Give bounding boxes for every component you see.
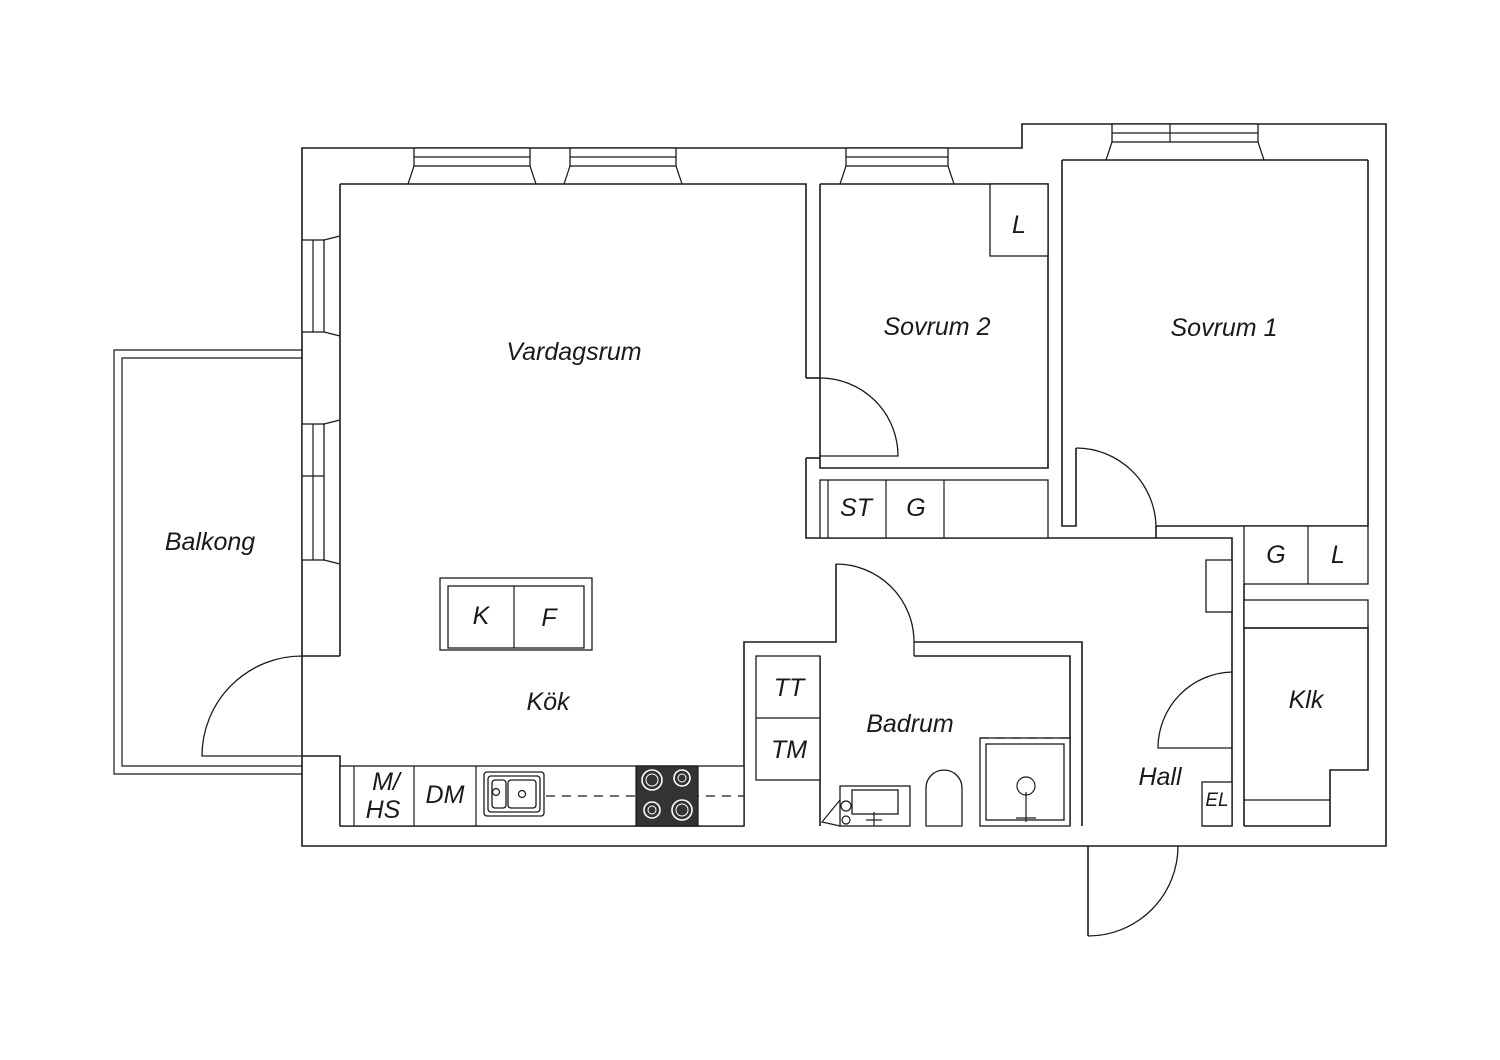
fixture-label-tt: TT xyxy=(774,674,806,702)
wardrobe-bedroom-2 xyxy=(989,183,1049,257)
fixture-label-k: K xyxy=(473,602,491,630)
toilet xyxy=(925,769,963,827)
room-label-vardagsrum: Vardagsrum xyxy=(506,338,641,366)
fixture-label-hs: HS xyxy=(366,796,401,824)
bedroom-1-door-swing xyxy=(1075,447,1157,529)
kitchen-island xyxy=(439,577,593,651)
laundry-column xyxy=(755,655,821,781)
hall-walls xyxy=(1156,537,1369,827)
room-label-balkong: Balkong xyxy=(165,528,255,556)
stove xyxy=(635,765,699,827)
fixture-label-tm: TM xyxy=(771,736,807,764)
fixture-label-l-bedroom-2: L xyxy=(1012,211,1026,239)
storage-row xyxy=(819,479,1049,539)
fixture-label-f: F xyxy=(541,604,558,632)
fixture-label-el: EL xyxy=(1205,790,1228,811)
room-label-hall: Hall xyxy=(1138,763,1183,791)
bathroom-door-swing xyxy=(835,563,915,656)
fixture-label-dm: DM xyxy=(426,781,465,809)
shower xyxy=(979,737,1071,827)
window-west-1 xyxy=(301,235,341,337)
balcony xyxy=(113,349,303,775)
room-label-sovrum-2: Sovrum 2 xyxy=(884,313,991,341)
window-bedroom-1 xyxy=(1105,123,1265,161)
fixture-label-m: M/ xyxy=(372,768,403,796)
entrance-door-swing xyxy=(1087,845,1179,937)
bedroom-1-walls xyxy=(1048,160,1368,539)
windows xyxy=(301,123,1265,565)
fixture-label-g-hall: G xyxy=(906,494,925,522)
room-label-sovrum-1: Sovrum 1 xyxy=(1171,314,1278,342)
wardrobe-bedroom-1 xyxy=(1243,525,1369,585)
window-bedroom-2 xyxy=(839,147,955,185)
closet-door-swing xyxy=(1157,671,1233,749)
room-label-kok: Kök xyxy=(526,688,571,716)
room-label-badrum: Badrum xyxy=(866,710,954,738)
fixture-label-l-bedroom-1: L xyxy=(1331,541,1345,569)
window-living-2 xyxy=(563,147,683,185)
fixture-label-st: ST xyxy=(840,494,874,522)
electrical-panel xyxy=(1201,781,1233,827)
entrance-door xyxy=(1087,845,1179,937)
bedroom-2-door-swing xyxy=(819,377,899,457)
window-west-2 xyxy=(301,419,341,565)
fixture-label-g-bedroom-1: G xyxy=(1266,541,1285,569)
room-label-klk: Klk xyxy=(1289,686,1325,714)
window-living-1 xyxy=(407,147,537,185)
bathroom-sink xyxy=(820,785,911,827)
kitchen-sink xyxy=(483,771,545,817)
balcony-door-swing xyxy=(201,655,303,757)
